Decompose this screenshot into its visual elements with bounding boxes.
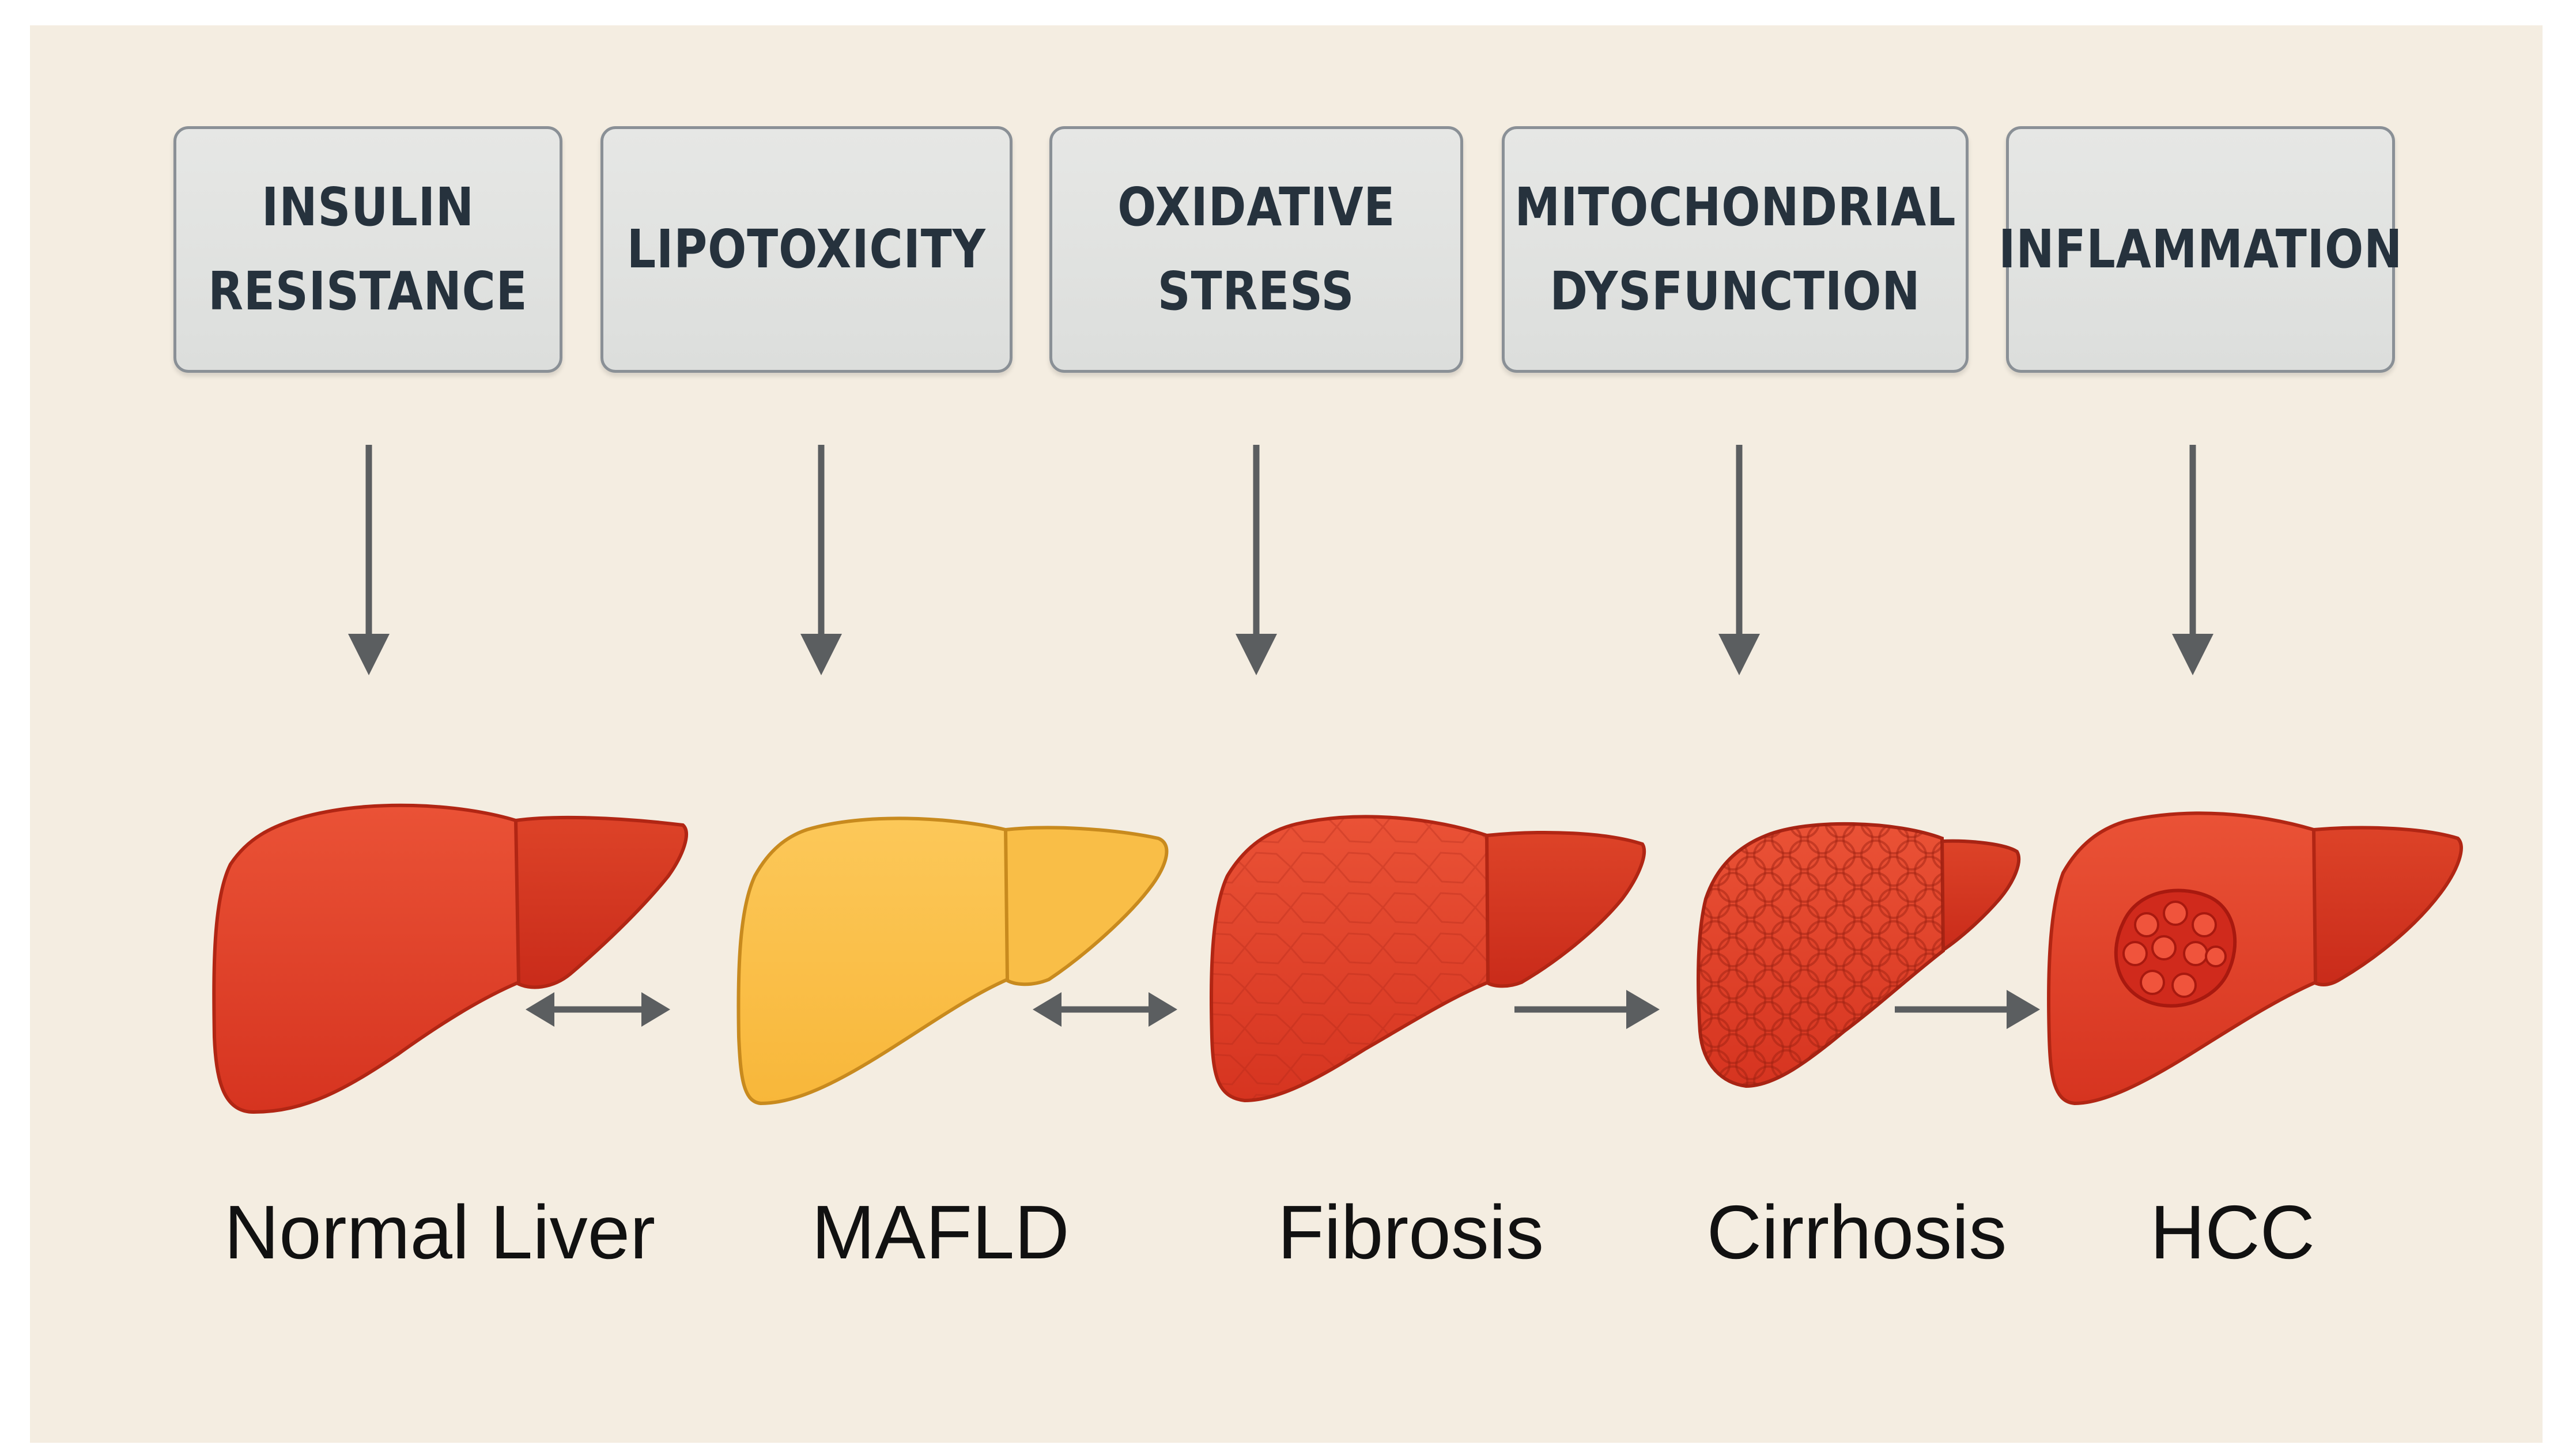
forward-arrow-icon (1895, 990, 2040, 1029)
factor-label-line: MITOCHONDRIAL (1514, 176, 1956, 238)
bidirectional-arrow-icon (1033, 992, 1177, 1027)
diagram-panel: INSULIN RESISTANCE LIPOTOXICITY OXIDATIV… (30, 25, 2543, 1443)
stage-label-normal-liver: Normal Liver (224, 1190, 656, 1275)
stage-label-mafld: MAFLD (811, 1190, 1070, 1275)
factor-label-line: INSULIN (262, 176, 474, 238)
factor-box-oxidative-stress: OXIDATIVE STRESS (1049, 126, 1463, 373)
stage-label-cirrhosis: Cirrhosis (1706, 1190, 2007, 1275)
arrow-down-icon (348, 445, 390, 675)
arrow-down-icon (1236, 445, 1277, 675)
stage-label-hcc: HCC (2150, 1190, 2315, 1275)
bidirectional-arrow-icon (526, 992, 670, 1027)
fibrotic-liver-icon (1209, 815, 1646, 1103)
forward-arrow-icon (1514, 990, 1660, 1029)
fatty-liver-icon (736, 816, 1169, 1106)
stage-label-fibrosis: Fibrosis (1277, 1190, 1544, 1275)
arrow-down-icon (1718, 445, 1760, 675)
factor-label-line: DYSFUNCTION (1550, 260, 1921, 322)
factor-label-line: INFLAMMATION (1998, 218, 2403, 280)
arrow-down-icon (800, 445, 842, 675)
factor-label-line: STRESS (1158, 260, 1355, 322)
factor-label-line: OXIDATIVE (1117, 176, 1396, 238)
factor-box-insulin-resistance: INSULIN RESISTANCE (173, 126, 562, 373)
factor-box-mitochondrial-dysfunction: MITOCHONDRIAL DYSFUNCTION (1502, 126, 1969, 373)
liver-tumor-icon (2047, 811, 2463, 1106)
cirrhotic-liver-icon (1697, 822, 2021, 1088)
factor-label-line: RESISTANCE (208, 260, 528, 322)
factor-box-inflammation: INFLAMMATION (1999, 126, 2402, 373)
tumor-nodule-cluster (2114, 888, 2237, 1008)
arrow-down-icon (2172, 445, 2213, 675)
normal-liver-icon (212, 803, 688, 1114)
factor-label-line: LIPOTOXICITY (626, 218, 987, 280)
factor-box-lipotoxicity: LIPOTOXICITY (600, 126, 1013, 373)
